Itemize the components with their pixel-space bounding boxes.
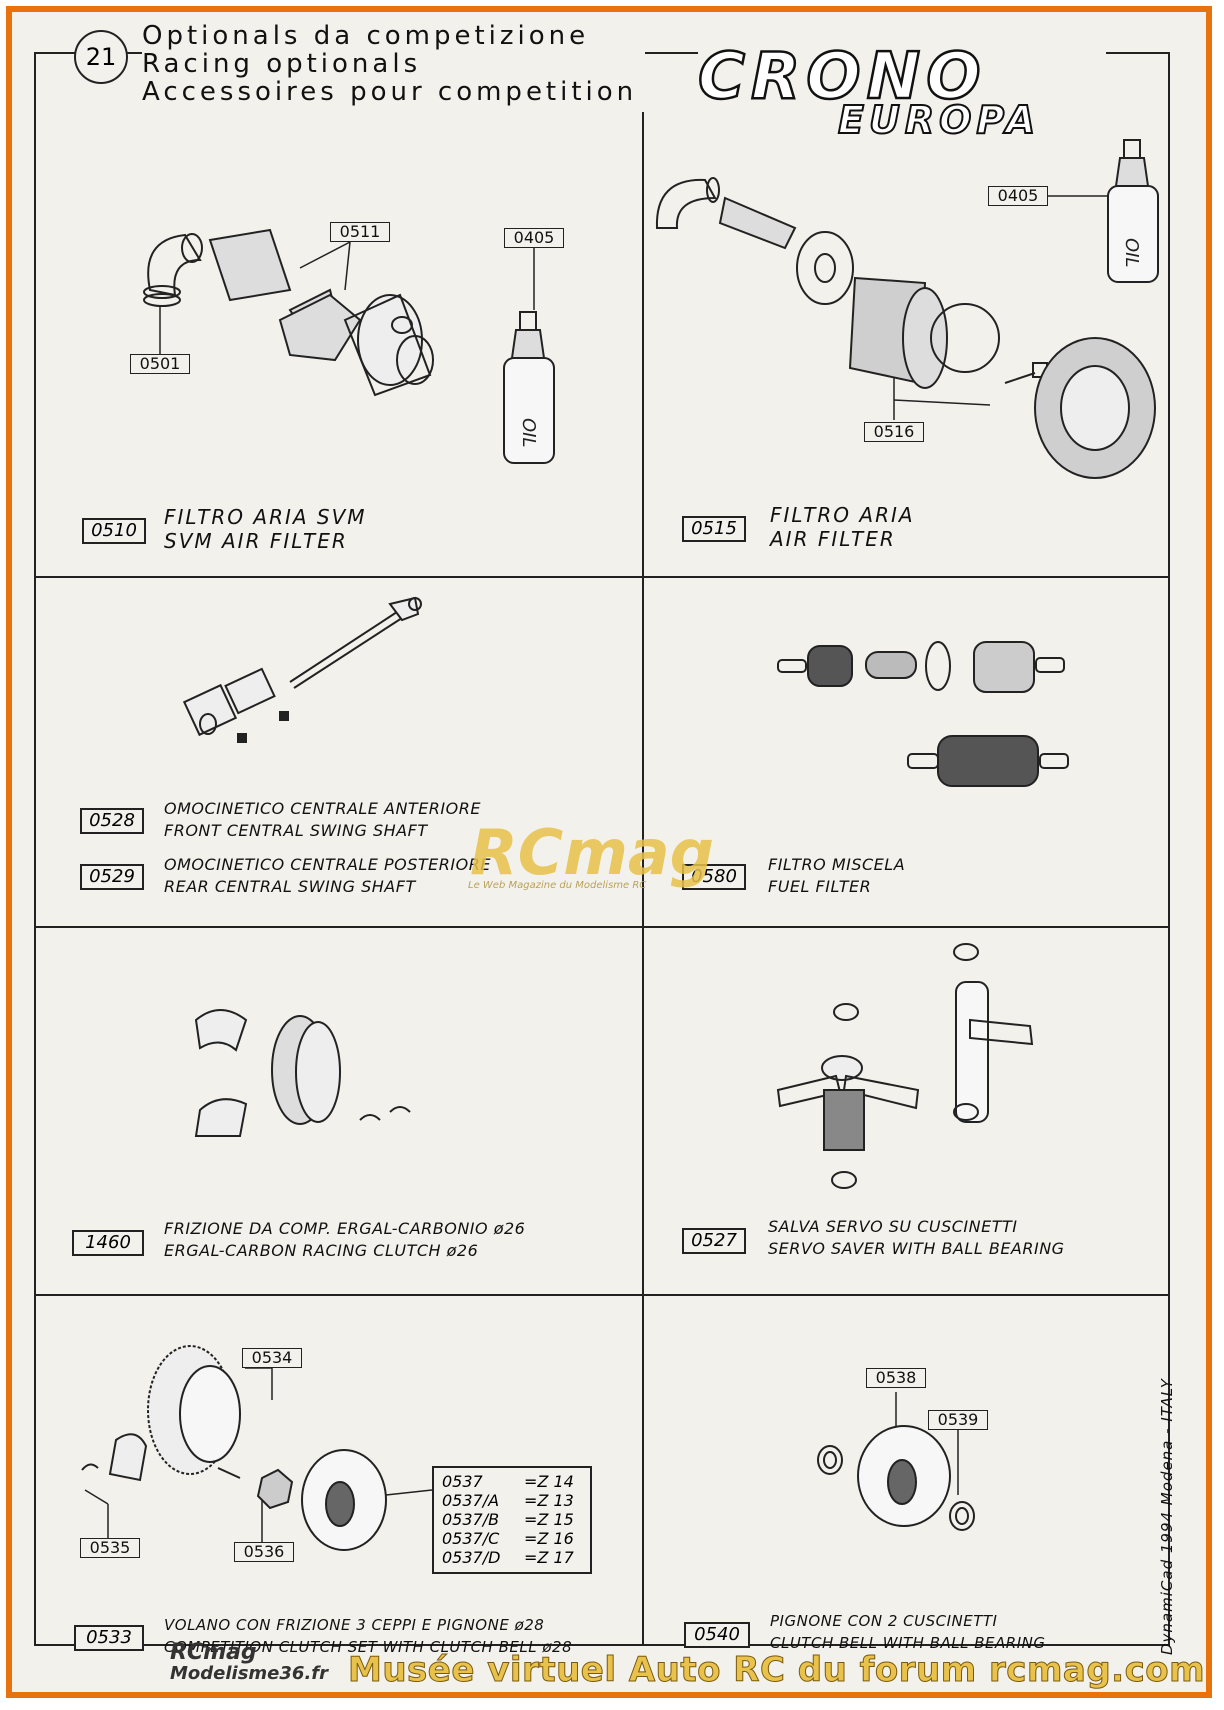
caption-0540-en: CLUTCH BELL WITH BALL BEARING <box>770 1634 1046 1652</box>
caption-0540: PIGNONE CON 2 CUSCINETTI CLUTCH BELL WIT… <box>770 1610 1045 1654</box>
code-0527: 0527 <box>682 1228 746 1254</box>
code-0540: 0540 <box>684 1622 750 1648</box>
caption-0540-it: PIGNONE CON 2 CUSCINETTI <box>770 1612 998 1630</box>
competition-clutch-set-drawing <box>81 1345 387 1551</box>
logo-main-text: CRONO <box>697 39 987 116</box>
page-number: 21 <box>74 30 128 84</box>
tag-0511: 0511 <box>330 222 390 242</box>
footer-logo-line1: RCmag <box>170 1640 257 1665</box>
tag-0405-left: 0405 <box>504 228 564 248</box>
dynamicad-credit: DynamiCad 1994 Modena - ITALY <box>1158 1378 1176 1655</box>
clutch-nut <box>256 1468 294 1510</box>
title-italian: Optionals da competizione <box>142 21 590 51</box>
title-english: Racing optionals <box>142 49 422 79</box>
caption-0515: FILTRO ARIA AIR FILTER <box>770 503 915 551</box>
tag-0538: 0538 <box>866 1368 926 1388</box>
clutch-shoe <box>194 1009 248 1052</box>
caption-0529: OMOCINETICO CENTRALE POSTERIORE REAR CEN… <box>164 854 491 898</box>
code-0580: 0580 <box>682 864 746 890</box>
tag-0535: 0535 <box>80 1538 140 1558</box>
table-row: 0537/C=Z 16 <box>442 1529 574 1548</box>
logo-sub-text: EUROPA <box>837 97 1041 143</box>
clutch-bell-drawing <box>817 1425 975 1531</box>
caption-0580-it: FILTRO MISCELA <box>768 855 906 874</box>
column-divider <box>642 112 644 1646</box>
table-row: 0537/B=Z 15 <box>442 1510 574 1529</box>
elbow-fitting <box>147 233 202 297</box>
racing-clutch-drawing <box>194 1009 411 1137</box>
caption-0580: FILTRO MISCELA FUEL FILTER <box>768 854 905 898</box>
footer-logo-line2: Modelisme36.fr <box>170 1663 328 1684</box>
caption-0533-en: COMPETITION CLUTCH SET WITH CLUTCH BELL … <box>164 1638 573 1656</box>
pinion-tooth-table: 0537=Z 14 0537/A=Z 13 0537/B=Z 15 0537/C… <box>432 1466 592 1574</box>
caption-0529-it: OMOCINETICO CENTRALE POSTERIORE <box>164 855 491 874</box>
rcmag-watermark-sub: Le Web Magazine du Modelisme RC <box>468 880 647 891</box>
filter-housing <box>357 294 423 386</box>
footer-logo: RCmag Modelisme36.fr <box>170 1642 328 1684</box>
ball-bearing-left <box>817 1445 843 1475</box>
svg-text:OIL: OIL <box>518 418 539 448</box>
oil-bottle-drawing-left: OIL <box>503 311 555 464</box>
caption-0529-en: REAR CENTRAL SWING SHAFT <box>164 877 416 896</box>
rcmag-watermark: RCmag <box>470 816 715 889</box>
crono-europa-logo: CRONO EUROPA <box>697 39 1106 143</box>
caption-0510: FILTRO ARIA SVM SVM AIR FILTER <box>164 505 367 553</box>
tag-0539: 0539 <box>928 1410 988 1430</box>
caption-0515-it: FILTRO ARIA <box>770 503 915 527</box>
clutch-shoe <box>108 1433 148 1482</box>
tag-0405-right: 0405 <box>988 186 1048 206</box>
elbow-fitting <box>655 178 717 229</box>
svg-text:OIL: OIL <box>1121 238 1142 268</box>
oil-bottle-drawing-right: OIL <box>1107 139 1159 283</box>
caption-0510-it: FILTRO ARIA SVM <box>164 505 367 529</box>
table-row: 0537/A=Z 13 <box>442 1491 574 1510</box>
caption-1460-en: ERGAL-CARBON RACING CLUTCH ø26 <box>164 1241 479 1260</box>
code-0510: 0510 <box>82 518 146 544</box>
air-filter-drawing <box>655 177 1156 479</box>
caption-0510-en: SVM AIR FILTER <box>164 529 348 553</box>
table-row: 0537=Z 14 <box>442 1472 574 1491</box>
tag-0534: 0534 <box>242 1348 302 1368</box>
caption-0527-en: SERVO SAVER WITH BALL BEARING <box>768 1239 1065 1258</box>
foam-star-insert <box>208 228 292 302</box>
caption-1460-it: FRIZIONE DA COMP. ERGAL-CARBONIO ø26 <box>164 1219 526 1238</box>
fuel-filter-drawing <box>777 641 1069 787</box>
caption-0527: SALVA SERVO SU CUSCINETTI SERVO SAVER WI… <box>768 1216 1065 1260</box>
caption-0528-en: FRONT CENTRAL SWING SHAFT <box>164 821 428 840</box>
code-0515: 0515 <box>682 516 746 542</box>
tag-0516: 0516 <box>864 422 924 442</box>
ball-bearing-right <box>949 1501 975 1531</box>
assembled-filter <box>937 735 1039 787</box>
perforated-tube <box>718 196 797 250</box>
caption-0580-en: FUEL FILTER <box>768 877 872 896</box>
code-0533: 0533 <box>74 1625 144 1651</box>
filter-screen <box>865 651 917 679</box>
code-0528: 0528 <box>80 808 144 834</box>
page-title: Optionals da competizione Racing optiona… <box>142 21 646 107</box>
servo-saver-post <box>955 981 989 1123</box>
tag-0501: 0501 <box>130 354 190 374</box>
caption-0533: VOLANO CON FRIZIONE 3 CEPPI E PIGNONE ø2… <box>164 1614 572 1658</box>
tag-0536: 0536 <box>234 1542 294 1562</box>
filter-ring <box>796 231 854 305</box>
servo-saver-drawing <box>776 943 1034 1189</box>
row-divider-3 <box>34 1294 1170 1296</box>
title-french: Accessoires pour competition <box>142 77 638 107</box>
caption-0528-it: OMOCINETICO CENTRALE ANTERIORE <box>164 799 481 818</box>
caption-1460: FRIZIONE DA COMP. ERGAL-CARBONIO ø26 ERG… <box>164 1218 525 1262</box>
caption-0533-it: VOLANO CON FRIZIONE 3 CEPPI E PIGNONE ø2… <box>164 1616 545 1634</box>
caption-0528: OMOCINETICO CENTRALE ANTERIORE FRONT CEN… <box>164 798 481 842</box>
svm-air-filter-drawing <box>143 228 434 397</box>
code-1460: 1460 <box>72 1230 144 1256</box>
row-divider-2 <box>34 926 1170 928</box>
caption-0527-it: SALVA SERVO SU CUSCINETTI <box>768 1217 1018 1236</box>
row-divider-1 <box>34 576 1170 578</box>
swing-shaft-drawing <box>182 596 422 743</box>
code-0529: 0529 <box>80 864 144 890</box>
caption-0515-en: AIR FILTER <box>770 527 896 551</box>
footer-museum-text: Musée virtuel Auto RC du forum rcmag.com <box>347 1650 1206 1691</box>
table-row: 0537/D=Z 17 <box>442 1548 574 1567</box>
